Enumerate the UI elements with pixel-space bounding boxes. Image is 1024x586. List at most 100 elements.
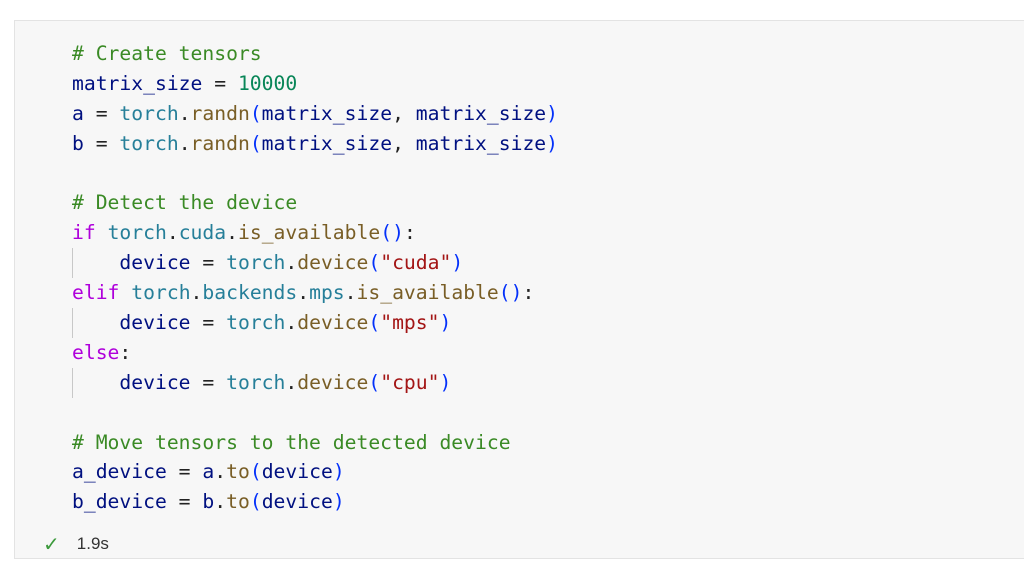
code-token: device — [297, 370, 369, 394]
code-token: . — [190, 281, 203, 305]
code-line: # Create tensors — [72, 39, 558, 69]
code-token: , — [392, 131, 416, 155]
code-token: if — [72, 221, 96, 245]
code-token: matrix_size — [415, 101, 547, 125]
code-token: = — [190, 251, 227, 275]
code-token: device — [297, 251, 369, 275]
code-token: torch — [226, 251, 286, 275]
code-token: backends — [202, 281, 298, 305]
code-token: () — [380, 221, 404, 245]
code-token: ( — [368, 311, 381, 335]
code-token: . — [178, 101, 191, 125]
code-token: , — [392, 101, 416, 125]
indent-guide — [72, 308, 73, 338]
code-token: = — [166, 460, 203, 484]
code-token: device — [261, 460, 333, 484]
code-line: b = torch.randn(matrix_size, matrix_size… — [72, 129, 558, 159]
code-token: ( — [249, 490, 262, 514]
code-token: . — [285, 311, 298, 335]
code-token — [72, 311, 119, 334]
code-token: . — [226, 221, 238, 245]
code-line: device = torch.device("mps") — [72, 308, 558, 338]
code-token: to — [226, 490, 250, 514]
code-token: # Create tensors — [72, 42, 262, 65]
indent-guide — [72, 248, 73, 279]
code-token: b — [202, 490, 215, 514]
execution-status: ✓ 1.9s — [43, 531, 109, 557]
code-token: = — [83, 101, 120, 125]
code-token: randn — [190, 131, 250, 155]
code-token: ( — [249, 460, 262, 484]
code-token: . — [285, 370, 298, 394]
code-token: ( — [249, 131, 262, 155]
code-line: # Detect the device — [72, 188, 558, 218]
code-token: mps — [309, 281, 345, 305]
code-token: device — [119, 311, 191, 335]
code-token: torch — [131, 281, 191, 305]
code-line: a = torch.randn(matrix_size, matrix_size… — [72, 99, 558, 129]
code-token: "mps" — [380, 311, 440, 335]
code-token: : — [522, 281, 535, 305]
code-token: is_available — [356, 281, 499, 305]
code-token: torch — [107, 221, 167, 245]
code-token: : — [403, 221, 416, 245]
indent-guide — [72, 367, 73, 398]
code-line: matrix_size = 10000 — [72, 69, 558, 99]
code-token — [72, 251, 119, 274]
code-token: a_device — [72, 460, 167, 484]
code-token: cuda — [178, 221, 227, 245]
code-token: . — [178, 131, 191, 155]
execution-duration: 1.9s — [76, 534, 109, 553]
code-line: device = torch.device("cpu") — [72, 367, 558, 398]
code-token: randn — [190, 101, 250, 125]
code-token: matrix_size — [261, 101, 393, 125]
code-token: ) — [332, 490, 345, 514]
code-token: # Detect the device — [72, 191, 298, 215]
code-token: ) — [546, 101, 559, 125]
code-token — [72, 371, 119, 394]
code-token: = — [202, 71, 238, 95]
code-token: matrix_size — [261, 131, 393, 155]
code-token: ( — [368, 370, 381, 394]
code-token: = — [166, 490, 203, 514]
code-token: ) — [439, 370, 452, 394]
code-token: device — [297, 311, 369, 335]
code-token: 10000 — [237, 71, 298, 95]
code-line: elif torch.backends.mps.is_available(): — [72, 278, 558, 308]
code-token: . — [214, 460, 227, 484]
code-token: is_available — [237, 221, 381, 245]
code-token: "cpu" — [380, 370, 440, 394]
code-token: device — [261, 490, 333, 514]
code-token: device — [119, 370, 191, 394]
code-token: . — [214, 490, 227, 514]
code-token: torch — [119, 131, 179, 155]
code-line: # Move tensors to the detected device — [72, 428, 558, 458]
code-line: if torch.cuda.is_available(): — [72, 218, 558, 248]
code-token: ) — [451, 251, 464, 275]
code-token: . — [166, 221, 179, 245]
code-token — [119, 281, 131, 304]
code-token: ) — [439, 311, 452, 335]
code-token: b_device — [72, 490, 167, 514]
code-token: else — [72, 340, 120, 364]
code-line: else: — [72, 338, 558, 368]
code-token: torch — [119, 101, 179, 125]
code-token: torch — [226, 370, 286, 394]
code-token: . — [285, 251, 298, 275]
code-token: = — [190, 311, 227, 335]
code-token: a — [202, 460, 215, 484]
code-token: to — [226, 460, 250, 484]
code-token: ( — [368, 251, 381, 275]
code-token: matrix_size — [72, 71, 203, 95]
code-token: "cuda" — [380, 251, 452, 275]
code-token: device — [119, 251, 191, 275]
code-token: a — [72, 101, 84, 125]
code-token: = — [190, 370, 227, 394]
code-token: : — [119, 340, 132, 364]
code-line — [72, 398, 558, 428]
code-token: matrix_size — [415, 131, 547, 155]
code-token: . — [344, 281, 357, 305]
code-token: () — [498, 281, 523, 305]
